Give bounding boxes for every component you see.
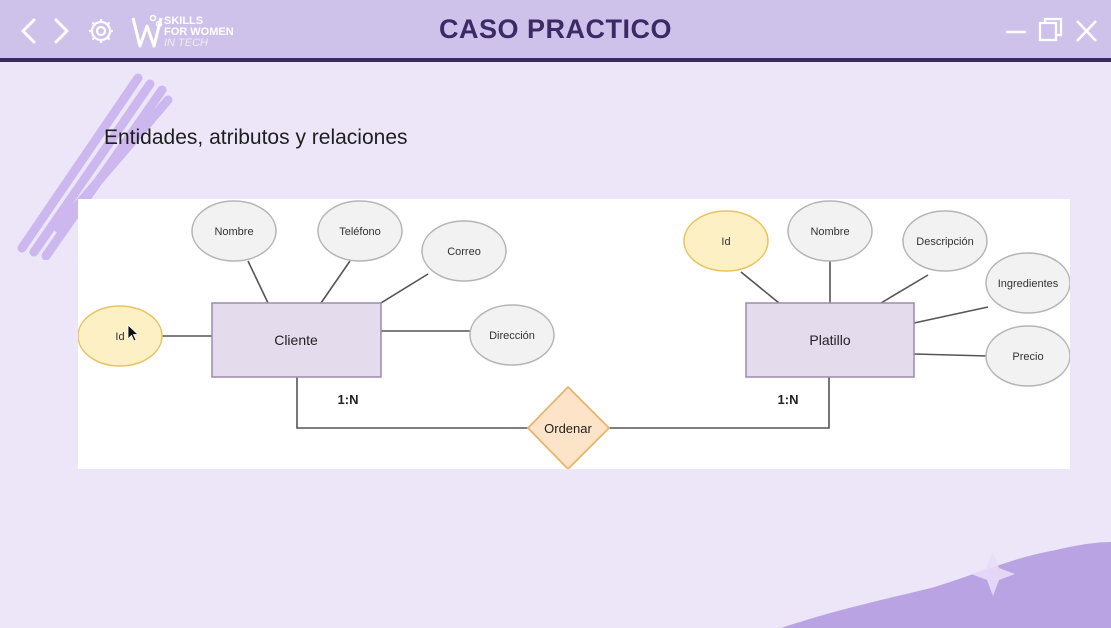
close-icon[interactable] xyxy=(1072,14,1102,48)
attribute-platillo-ingredientes: Ingredientes xyxy=(985,252,1070,314)
svg-text:Nombre: Nombre xyxy=(810,226,849,238)
svg-text:Id: Id xyxy=(721,236,730,248)
relationship-ordenar: Ordenar xyxy=(526,385,611,469)
gear-icon[interactable] xyxy=(86,14,116,48)
decorative-wave xyxy=(781,542,1111,628)
relationship-label: Ordenar xyxy=(544,421,592,436)
chevron-right-icon[interactable] xyxy=(46,14,76,48)
minimize-icon[interactable] xyxy=(1002,14,1032,48)
restore-icon[interactable] xyxy=(1036,14,1066,48)
svg-text:Nombre: Nombre xyxy=(214,226,253,238)
attribute-cliente-telefono: Teléfono xyxy=(317,200,403,262)
star-icon xyxy=(971,552,1015,596)
attribute-cliente-id: Id xyxy=(78,305,163,367)
decorative-stripes xyxy=(17,73,173,260)
skills-for-women-logo: SKILLS FOR WOMEN IN TECH xyxy=(130,12,250,50)
attribute-platillo-precio: Precio xyxy=(985,325,1070,387)
cardinality-left: 1:N xyxy=(338,392,359,407)
cardinality-right: 1:N xyxy=(778,392,799,407)
svg-text:Dirección: Dirección xyxy=(489,330,535,342)
attribute-platillo-descripcion: Descripción xyxy=(902,210,988,272)
er-diagram: Cliente Platillo Ordenar 1:N 1:N Id Nomb xyxy=(78,200,1070,469)
entity-cliente-label: Cliente xyxy=(274,332,318,348)
entity-platillo-label: Platillo xyxy=(809,332,850,348)
svg-text:Id: Id xyxy=(115,331,124,343)
page-title: CASO PRACTICO xyxy=(438,14,672,44)
slide-subtitle: Entidades, atributos y relaciones xyxy=(104,126,408,149)
svg-text:Descripción: Descripción xyxy=(916,236,973,248)
attribute-cliente-correo: Correo xyxy=(421,220,507,282)
svg-text:Precio: Precio xyxy=(1012,351,1043,363)
chevron-left-icon[interactable] xyxy=(14,14,44,48)
er-diagram-panel: Cliente Platillo Ordenar 1:N 1:N Id Nomb xyxy=(78,199,1070,469)
svg-text:Teléfono: Teléfono xyxy=(339,226,381,238)
logo-line-3: IN TECH xyxy=(164,37,208,49)
logo-mark-icon xyxy=(131,14,163,48)
attribute-platillo-nombre: Nombre xyxy=(787,200,873,262)
logo-line-1: SKILLS xyxy=(164,15,204,27)
entity-platillo: Platillo xyxy=(745,302,915,378)
svg-text:Correo: Correo xyxy=(447,246,481,258)
entity-cliente: Cliente xyxy=(211,302,382,378)
title-bar: SKILLS FOR WOMEN IN TECH CASO PRACTICO xyxy=(0,0,1111,62)
svg-text:Ingredientes: Ingredientes xyxy=(998,278,1059,290)
mouse-cursor-icon xyxy=(127,324,140,342)
attribute-cliente-direccion: Dirección xyxy=(469,304,555,366)
connector-lines xyxy=(162,260,989,429)
attribute-platillo-id: Id xyxy=(683,210,769,272)
logo-line-2: FOR WOMEN xyxy=(164,26,234,38)
attribute-cliente-nombre: Nombre xyxy=(191,200,277,262)
